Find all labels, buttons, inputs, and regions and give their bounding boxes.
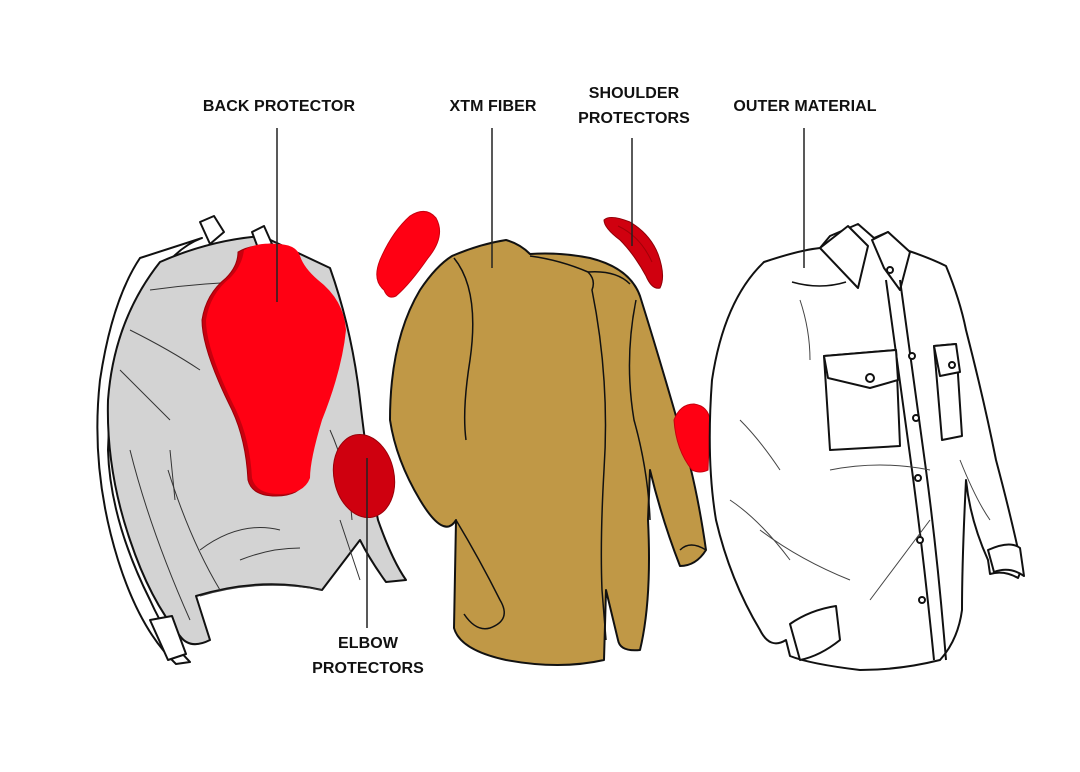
label-elbow-protectors-line2: PROTECTORS (312, 660, 424, 677)
label-xtm-fiber-text: XTM FIBER (449, 98, 537, 115)
label-shoulder-protectors: SHOULDER PROTECTORS (578, 81, 690, 131)
label-outer-material: OUTER MATERIAL (733, 94, 876, 119)
label-back-protector: BACK PROTECTOR (203, 94, 355, 119)
shoulder-protector-left-illustration (376, 211, 441, 298)
back-protector-illustration (201, 243, 346, 497)
shoulder-protector-right-illustration (603, 216, 664, 289)
label-shoulder-protectors-line1: SHOULDER (588, 85, 680, 102)
label-elbow-protectors: ELBOW PROTECTORS (312, 631, 424, 681)
leader-lines (276, 128, 805, 628)
xtm-fiber-jacket-illustration (389, 239, 707, 666)
label-outer-material-text: OUTER MATERIAL (733, 98, 877, 115)
label-xtm-fiber: XTM FIBER (449, 94, 536, 119)
outer-material-shirt-illustration (708, 223, 1025, 671)
elbow-protector-left-illustration (332, 433, 396, 519)
label-shoulder-protectors-line2: PROTECTORS (578, 110, 690, 127)
label-elbow-protectors-line1: ELBOW (337, 635, 399, 652)
label-back-protector-text: BACK PROTECTOR (202, 98, 356, 115)
